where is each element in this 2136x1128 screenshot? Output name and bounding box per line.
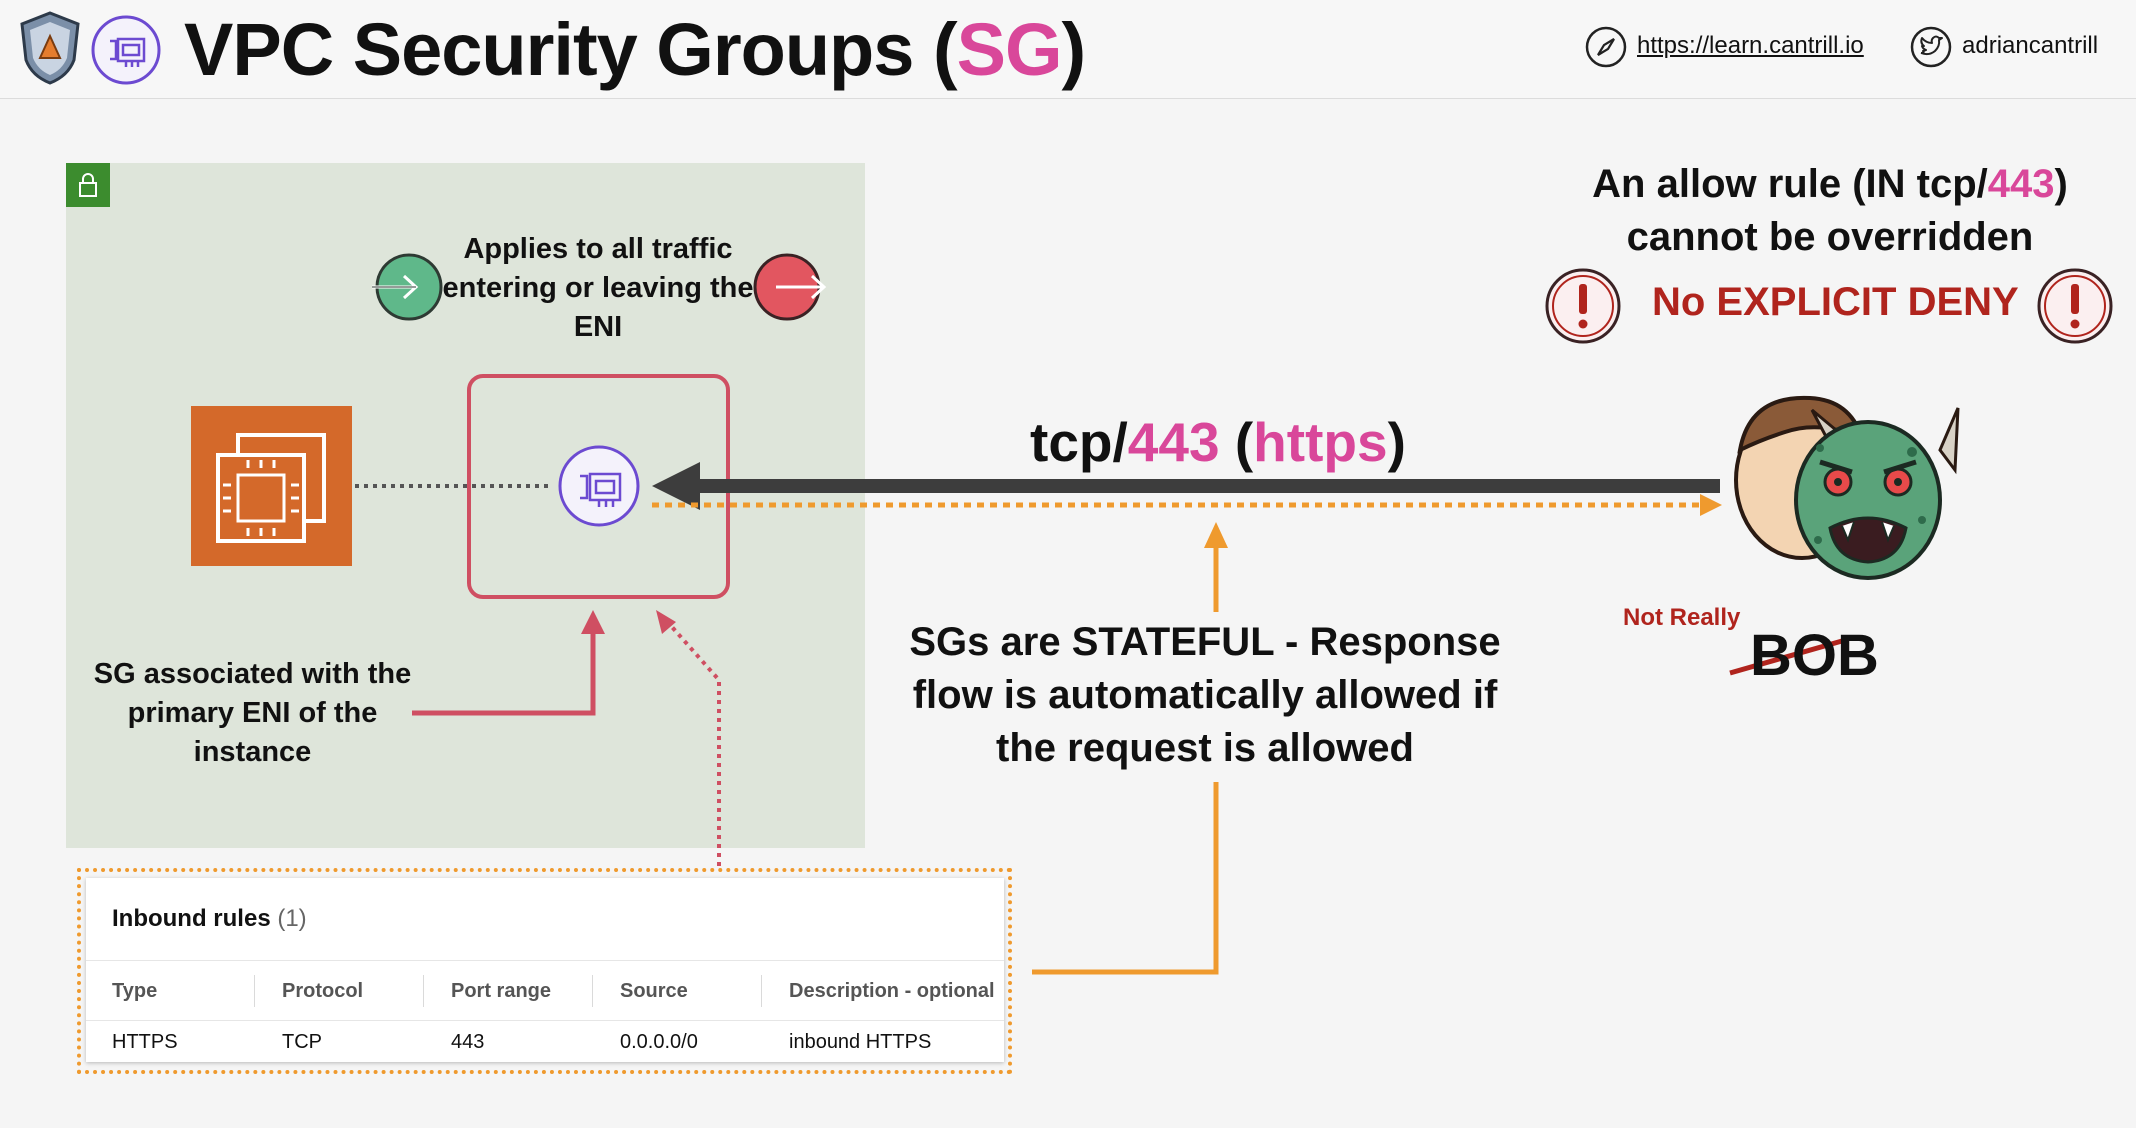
col-header-source: Source — [620, 980, 688, 1002]
monster-icon — [1734, 395, 1960, 580]
rule-cell-port-range: 443 — [451, 1031, 485, 1053]
eni-icon — [558, 445, 640, 527]
rule-cell-description: inbound HTTPS — [789, 1031, 932, 1053]
stateful-connector-lower — [1032, 782, 1219, 975]
rule-cell-type: HTTPS — [112, 1031, 178, 1053]
column-separator — [423, 975, 424, 1007]
column-separator — [761, 975, 762, 1007]
traffic-label: tcp/443 (https) — [1030, 411, 1406, 473]
twitter-handle[interactable]: adriancantrill — [1962, 32, 2099, 59]
inbound-rules-panel — [86, 878, 1004, 1062]
rule-cell-source: 0.0.0.0/0 — [620, 1031, 698, 1053]
page-title: VPC Security Groups (SG) — [184, 8, 1086, 91]
not-really-label: Not Really — [1623, 604, 1741, 631]
ingress-icon — [372, 253, 443, 321]
col-header-description: Description - optional — [789, 980, 995, 1002]
alert-icon — [2037, 268, 2113, 344]
applies-to-all-text: Applies to all traffic entering or leavi… — [442, 233, 754, 343]
eni-icon — [91, 15, 161, 85]
bob-strikethrough — [1729, 638, 1843, 676]
column-separator — [254, 975, 255, 1007]
course-link[interactable]: https://learn.cantrill.io — [1637, 32, 1864, 59]
column-separator — [592, 975, 593, 1007]
col-header-port-range: Port range — [451, 980, 552, 1002]
twitter-icon — [1910, 26, 1952, 68]
sg-association-arrow — [412, 632, 596, 716]
rules-divider — [86, 1020, 1004, 1021]
sg-associated-text: SG associated with the primary ENI of th… — [93, 658, 412, 768]
stateful-arrowhead — [1204, 522, 1228, 548]
ec2-chip-icon — [191, 406, 352, 566]
inbound-rules-title: Inbound rules (1) — [112, 905, 307, 932]
header-bar — [0, 0, 2136, 99]
no-explicit-deny: No EXPLICIT DENY — [1652, 280, 2019, 324]
response-arrowhead — [1700, 494, 1722, 516]
compass-icon — [1585, 26, 1627, 68]
sg-association-arrowhead — [581, 610, 605, 634]
rule-cell-protocol: TCP — [282, 1031, 322, 1053]
rules-to-sg-arrowhead — [656, 610, 676, 634]
request-arrowhead — [652, 462, 700, 510]
lock-badge — [66, 163, 110, 207]
lock-icon — [79, 173, 97, 197]
shield-icon — [20, 11, 80, 85]
inbound-rules-highlight — [77, 868, 1012, 1074]
bob-label: BOB — [1750, 623, 1879, 688]
col-header-protocol: Protocol — [282, 980, 364, 1002]
alert-icon — [1545, 268, 1621, 344]
rules-to-sg-link — [662, 616, 721, 866]
stateful-explanation: SGs are STATEFUL - Response flow is auto… — [909, 620, 1501, 770]
rules-divider — [86, 960, 1004, 961]
allow-rule-text: An allow rule (IN tcp/443)cannot be over… — [1592, 162, 2068, 259]
col-header-type: Type — [112, 980, 158, 1002]
egress-icon — [753, 253, 827, 321]
